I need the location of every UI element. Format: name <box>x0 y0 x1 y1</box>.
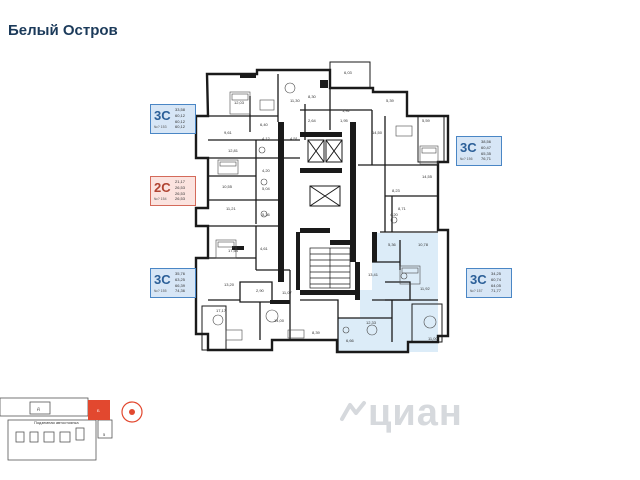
balconies <box>201 61 445 351</box>
interior-walls <box>208 74 438 352</box>
area-total: 60,74 <box>491 276 502 282</box>
room-label: 4,51 <box>290 136 299 141</box>
area-living: 38,56 <box>481 139 492 144</box>
watermark-text: циан <box>368 392 463 434</box>
area-with-balcony: 66,39 <box>175 282 186 288</box>
furniture <box>212 82 439 341</box>
compass-center <box>129 409 135 415</box>
area-full: 60,12 <box>175 124 186 130</box>
room-label: 11,00 <box>428 336 438 341</box>
room-label: 2,90 <box>256 288 265 293</box>
room-label: 1,95 <box>340 118 349 123</box>
room-label: 6,66 <box>346 338 355 343</box>
apartment-areas: 33,58 60,12 60,12 60,12 <box>175 107 185 130</box>
highlighted-apartment-fill <box>338 233 438 352</box>
room-label: 5,59 <box>422 118 431 123</box>
area-total: 63,25 <box>175 276 186 282</box>
apartment-card-3c-157[interactable]: 3C №? 157 34,25 60,74 64,05 71,77 <box>466 268 512 298</box>
site-plan-label-b: Б <box>97 408 100 413</box>
area-total: 60,12 <box>175 112 186 118</box>
area-full: 74,36 <box>175 288 186 294</box>
room-labels: 12,03 11,30 8,30 6,03 1,92 1,95 5,39 6,4… <box>216 70 438 343</box>
apartment-type: 3C <box>470 272 487 287</box>
room-label: 12,33 <box>366 320 377 325</box>
area-full: 71,77 <box>491 288 502 294</box>
room-label: 2,64 <box>308 118 317 123</box>
room-label: 10,78 <box>418 242 429 247</box>
apartment-areas: 34,25 60,74 64,05 71,77 <box>491 271 501 294</box>
room-label: 8,30 <box>308 94 317 99</box>
area-full: 76,71 <box>481 156 492 162</box>
complex-title: Белый Остров <box>8 22 118 39</box>
room-label: 6,40 <box>260 122 269 127</box>
apartment-number: №? 155 <box>154 289 167 293</box>
apartment-card-2c-154[interactable]: 2C №? 154 21,17 26,53 26,53 26,53 <box>150 176 196 206</box>
area-full: 26,53 <box>175 196 186 202</box>
apartment-number: №? 154 <box>154 197 167 201</box>
area-with-balcony: 60,12 <box>175 118 186 124</box>
apartment-areas: 21,17 26,53 26,53 26,53 <box>175 179 185 202</box>
area-with-balcony: 65,35 <box>481 150 492 156</box>
apartment-areas: 35,76 63,25 66,39 74,36 <box>175 271 185 294</box>
room-label: 8,23 <box>392 188 401 193</box>
room-label: 5,39 <box>386 98 395 103</box>
core-walls <box>232 74 377 304</box>
apartment-type: 2C <box>154 180 171 195</box>
stairs <box>309 247 351 289</box>
area-living: 33,58 <box>175 107 186 112</box>
room-label: 14,00 <box>274 318 285 323</box>
room-label: 4,20 <box>390 212 399 217</box>
area-with-balcony: 64,05 <box>491 282 502 288</box>
area-living: 21,17 <box>175 179 186 184</box>
apartment-number: №? 156 <box>460 157 473 161</box>
elevator-shafts <box>307 139 343 207</box>
cian-logo-icon <box>340 401 366 421</box>
apartment-areas: 38,56 60,47 65,35 76,71 <box>481 139 491 162</box>
apartment-card-3c-156[interactable]: 3C №? 156 38,56 60,47 65,35 76,71 <box>456 136 502 166</box>
room-label: 17,54 <box>228 248 239 253</box>
site-plan-caption: Подземная автостоянка <box>34 420 79 425</box>
site-plan-label-d: Д <box>37 406 40 411</box>
room-label: 12,03 <box>234 100 245 105</box>
room-label: 4,20 <box>262 168 271 173</box>
apartment-type: 3C <box>154 108 171 123</box>
site-plan-label-5: 5 <box>103 432 106 437</box>
compass-icon <box>121 401 143 423</box>
room-label: 8,39 <box>312 330 321 335</box>
room-label: 6,03 <box>344 70 353 75</box>
room-label: 9,61 <box>224 130 233 135</box>
room-label: 11,92 <box>420 286 430 291</box>
apartment-number: №? 153 <box>154 125 167 129</box>
area-with-balcony: 26,53 <box>175 190 186 196</box>
site-plan-current-building <box>88 400 110 420</box>
apartment-card-3c-153[interactable]: 3C №? 153 33,58 60,12 60,12 60,12 <box>150 104 196 134</box>
room-label: 5,04 <box>262 186 271 191</box>
room-label: 12,81 <box>228 148 239 153</box>
room-label: 17,17 <box>216 308 227 313</box>
apartment-type: 3C <box>154 272 171 287</box>
apartment-number: №? 157 <box>470 289 483 293</box>
room-label: 11,30 <box>290 98 300 103</box>
room-label: 11,07 <box>282 290 292 295</box>
room-label: 10,55 <box>222 184 233 189</box>
room-label: 14,55 <box>422 174 433 179</box>
room-label: 4,61 <box>260 246 269 251</box>
area-living: 35,76 <box>175 271 186 276</box>
room-label: 5,36 <box>388 242 397 247</box>
room-label: 11,21 <box>226 206 236 211</box>
outer-walls <box>194 68 450 354</box>
apartment-card-3c-155[interactable]: 3C №? 155 35,76 63,25 66,39 74,36 <box>150 268 196 298</box>
room-label: 5,36 <box>262 212 271 217</box>
room-label: 8,71 <box>398 206 407 211</box>
room-label: 13,41 <box>368 272 379 277</box>
area-total: 60,47 <box>481 144 492 150</box>
room-label: 4,12 <box>262 136 271 141</box>
room-label: 1,92 <box>342 108 351 113</box>
apartment-type: 3C <box>460 140 477 155</box>
area-living: 34,25 <box>491 271 502 276</box>
room-label: 14,50 <box>372 130 383 135</box>
room-label: 13,20 <box>224 282 235 287</box>
area-total: 26,53 <box>175 184 186 190</box>
